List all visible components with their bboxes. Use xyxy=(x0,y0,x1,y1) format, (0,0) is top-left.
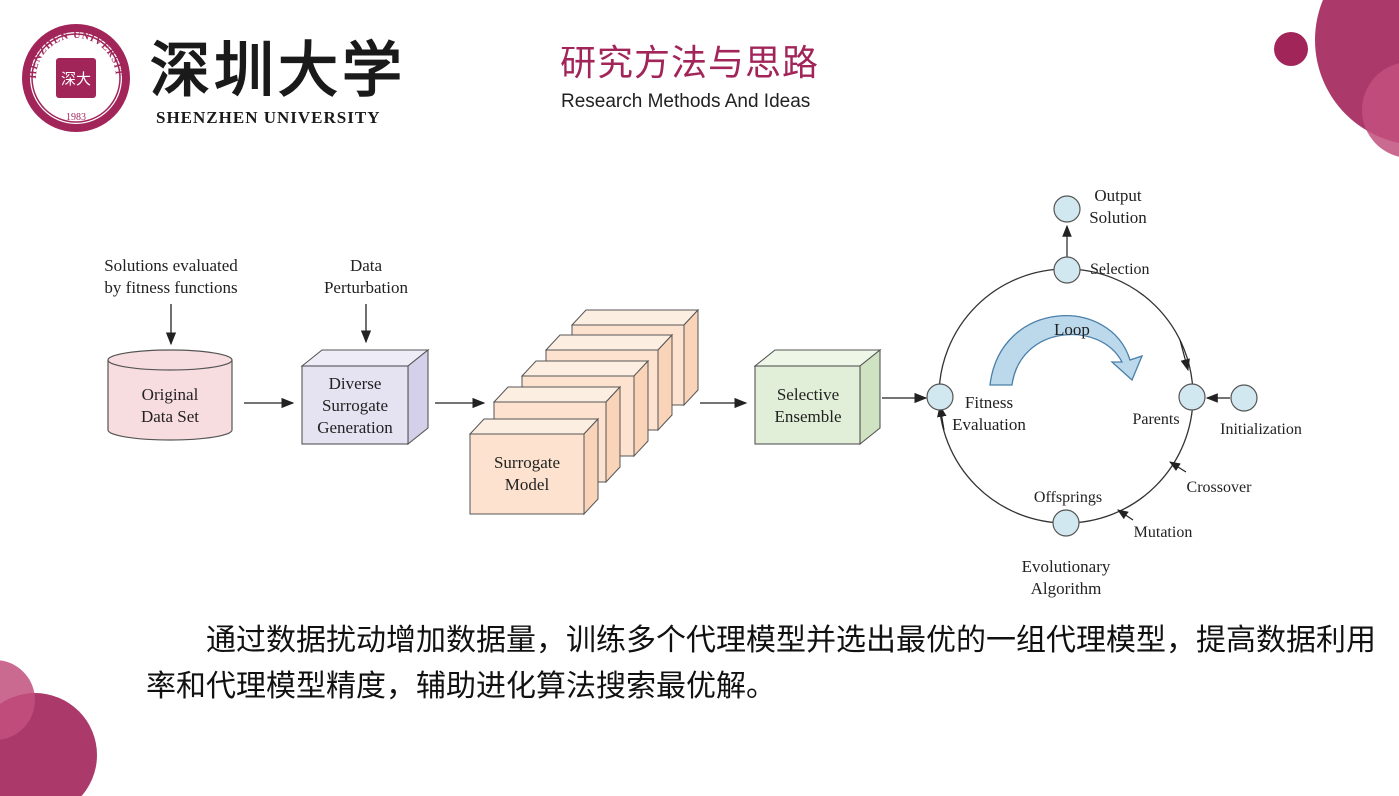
logo-chinese-name: 深圳大学 xyxy=(150,36,406,106)
offsprings-node xyxy=(1052,509,1080,537)
generation-label-line3: Generation xyxy=(317,418,393,437)
output-node xyxy=(1053,195,1081,223)
logo-english-name: SHENZHEN UNIVERSITY xyxy=(156,108,381,127)
evolutionary-algorithm-cycle: Loop Output Solution Selection Fitness E… xyxy=(926,186,1302,598)
top-right-decor-circle-soft xyxy=(1362,63,1399,157)
input-label-line1: Solutions evaluated xyxy=(104,256,238,275)
selection-to-parents-arrow xyxy=(1179,339,1190,372)
surrogate-label-line1: Surrogate xyxy=(494,453,560,472)
parents-node xyxy=(1178,383,1206,411)
parents-label: Parents xyxy=(1132,411,1179,428)
fitness-label-line1: Fitness xyxy=(965,393,1013,412)
ea-label-line1: Evolutionary xyxy=(1022,557,1111,576)
crossover-pointer xyxy=(1169,461,1187,473)
perturbation-label-line1: Data xyxy=(350,256,383,275)
diverse-surrogate-generation-box: Diverse Surrogate Generation xyxy=(300,348,430,446)
input-label-line2: by fitness functions xyxy=(104,278,237,297)
loop-label: Loop xyxy=(1054,320,1090,339)
ensemble-label-line1: Selective xyxy=(777,385,839,404)
generation-label-line1: Diverse xyxy=(329,374,382,393)
surrogate-model-layer-1: Surrogate Model xyxy=(468,417,600,516)
surrogate-label-line2: Model xyxy=(505,475,550,494)
fitness-evaluation-node xyxy=(926,383,954,411)
selection-node xyxy=(1053,256,1081,284)
output-label-line1: Output xyxy=(1094,186,1142,205)
seal-year: 1983 xyxy=(66,112,86,123)
description-paragraph: 通过数据扰动增加数据量，训练多个代理模型并选出最优的一组代理模型，提高数据利用率… xyxy=(146,623,1376,704)
database-label-line2: Data Set xyxy=(141,407,199,426)
seal-inner-text: 深大 xyxy=(61,70,91,88)
output-label-line2: Solution xyxy=(1089,208,1147,227)
crossover-label: Crossover xyxy=(1187,479,1253,496)
selection-label: Selection xyxy=(1090,261,1150,278)
selective-ensemble-box: Selective Ensemble xyxy=(753,348,882,446)
original-data-set-cylinder: Original Data Set xyxy=(107,349,233,441)
fitness-label-line2: Evaluation xyxy=(952,415,1026,434)
bottom-left-decor-circle-soft xyxy=(0,660,35,740)
generation-label-line2: Surrogate xyxy=(322,396,388,415)
ea-label-line2: Algorithm xyxy=(1031,579,1102,598)
mutation-label: Mutation xyxy=(1134,524,1193,541)
ensemble-label-line2: Ensemble xyxy=(774,407,841,426)
initialization-node xyxy=(1230,384,1258,412)
top-right-decor-dot xyxy=(1274,32,1308,66)
university-seal-logo: SHENZHEN UNIVERSITY 深大 1983 xyxy=(20,22,130,132)
offsprings-label: Offsprings xyxy=(1034,489,1102,506)
initialization-label: Initialization xyxy=(1220,421,1302,438)
mutation-pointer xyxy=(1117,509,1134,521)
page-title: 研究方法与思路 xyxy=(560,43,820,84)
database-label-line1: Original xyxy=(142,385,199,404)
loop-arrow xyxy=(989,315,1144,386)
surrogate-model-stack: Surrogate Model xyxy=(468,308,700,516)
page-subtitle: Research Methods And Ideas xyxy=(561,91,811,112)
perturbation-label-line2: Perturbation xyxy=(324,278,409,297)
